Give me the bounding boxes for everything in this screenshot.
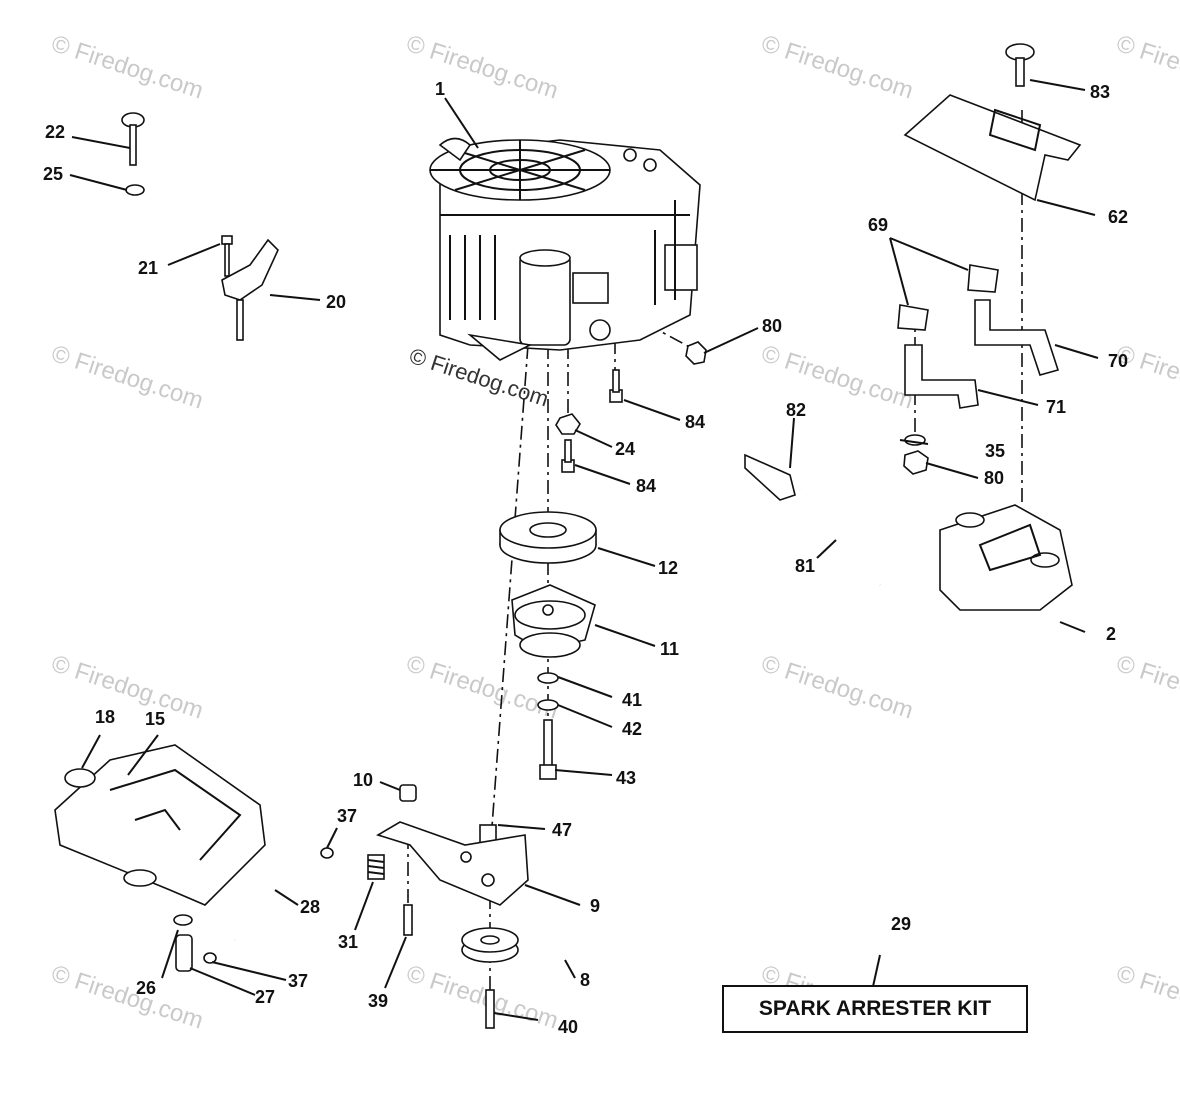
- part-label-43: 43: [616, 768, 636, 788]
- part-label-69: 69: [868, 215, 888, 235]
- bolt-part-43[interactable]: [539, 719, 557, 780]
- watermark: © Firedog.com: [1113, 960, 1180, 1034]
- part-label-84-upper: 84: [685, 412, 705, 432]
- watermark: © Firedog.com: [403, 960, 561, 1034]
- clutch-part-11[interactable]: [511, 584, 596, 658]
- part-label-71: 71: [1046, 397, 1066, 417]
- part-label-8: 8: [580, 970, 590, 990]
- part-label-80-upper: 80: [762, 316, 782, 336]
- watermark: © Firedog.com: [48, 340, 206, 414]
- idler-pulley-part-8[interactable]: [461, 927, 519, 963]
- part-label-82: 82: [786, 400, 806, 420]
- gasket-part-69[interactable]: [967, 264, 999, 293]
- part-label-29: 29: [891, 914, 911, 934]
- fuel-line-part-28[interactable]: [233, 856, 326, 942]
- connector-part-82[interactable]: [744, 453, 796, 501]
- pipe-part-70[interactable]: [974, 299, 1060, 376]
- muffler-part-2[interactable]: [939, 504, 1073, 611]
- part-label-84-lower: 84: [636, 476, 656, 496]
- part-label-35: 35: [985, 441, 1005, 461]
- part-label-25: 25: [43, 164, 63, 184]
- watermark: © Firedog.com: [758, 650, 916, 724]
- knob-part-22[interactable]: [121, 112, 145, 166]
- part-label-2: 2: [1106, 624, 1116, 644]
- part-label-22: 22: [45, 122, 65, 142]
- bolt-part-84-lower[interactable]: [561, 439, 575, 473]
- part-label-62: 62: [1108, 207, 1128, 227]
- knob-part-83[interactable]: [1005, 43, 1035, 87]
- nut-part-80-lower[interactable]: [903, 450, 929, 475]
- spring-part-31[interactable]: [367, 854, 385, 880]
- pipe-part-71[interactable]: [904, 344, 979, 409]
- leader-lines: [69, 79, 1099, 1021]
- part-label-83: 83: [1090, 82, 1110, 102]
- part-label-37-lower: 37: [288, 971, 308, 991]
- part-label-42: 42: [622, 719, 642, 739]
- watermark: © Firedog.com: [758, 30, 916, 104]
- watermark: © Firedog.com: [48, 30, 206, 104]
- screw-part-21[interactable]: [221, 235, 233, 277]
- part-label-15: 15: [145, 709, 165, 729]
- pulley-part-12[interactable]: [499, 511, 597, 564]
- bolt-part-84[interactable]: [609, 369, 623, 403]
- part-label-47: 47: [552, 820, 572, 840]
- nut-part-80[interactable]: [685, 341, 707, 365]
- part-label-39: 39: [368, 991, 388, 1011]
- part-label-21: 21: [138, 258, 158, 278]
- watermark: © Firedog.com: [1113, 30, 1180, 104]
- washer-part-42[interactable]: [537, 699, 559, 711]
- nut-part-24[interactable]: [555, 413, 581, 435]
- watermark: © Firedog.com: [1113, 650, 1180, 724]
- shield-part-62[interactable]: [903, 94, 1082, 202]
- part-label-40: 40: [558, 1017, 578, 1037]
- watermark: © Firedog.com: [403, 650, 561, 724]
- fuel-tank-part-15[interactable]: [54, 744, 266, 906]
- bracket-part-9[interactable]: [376, 821, 529, 906]
- part-label-37-upper: 37: [337, 806, 357, 826]
- grommet-part-26[interactable]: [173, 914, 193, 926]
- gasket-part-69-b[interactable]: [897, 304, 929, 331]
- part-label-27: 27: [255, 987, 275, 1007]
- part-label-24: 24: [615, 439, 635, 459]
- part-label-80-lower: 80: [984, 468, 1004, 488]
- part-label-20: 20: [326, 292, 346, 312]
- part-label-1: 1: [435, 79, 445, 99]
- part-label-26: 26: [136, 978, 156, 998]
- fuel-cap-part-18[interactable]: [64, 768, 96, 788]
- watermark: © Firedog.com: [758, 340, 916, 414]
- clamp-part-37-lower[interactable]: [203, 952, 217, 964]
- bolt-part-40[interactable]: [485, 989, 495, 1029]
- part-label-18: 18: [95, 707, 115, 727]
- bushing-part-10[interactable]: [399, 784, 417, 802]
- clamp-part-37[interactable]: [320, 847, 334, 859]
- part-label-41: 41: [622, 690, 642, 710]
- washer-part-25[interactable]: [125, 184, 145, 196]
- part-label-70: 70: [1108, 351, 1128, 371]
- bolt-part-39[interactable]: [403, 904, 413, 936]
- bracket-part-20[interactable]: [221, 238, 279, 341]
- part-label-28: 28: [300, 897, 320, 917]
- watermark: © Firedog.com: [48, 650, 206, 724]
- washer-part-41[interactable]: [537, 672, 559, 684]
- part-label-81: 81: [795, 556, 815, 576]
- engine-part-1[interactable]: [429, 137, 701, 361]
- part-labels: 1 2 8 9 10 11 12 15 18 20 21 22 24 25 26…: [43, 79, 1128, 1037]
- watermark-center: © Firedog.com: [406, 343, 551, 411]
- part-label-9: 9: [590, 896, 600, 916]
- watermark: © Firedog.com: [403, 30, 561, 104]
- valve-part-27[interactable]: [175, 934, 193, 972]
- part-label-10: 10: [353, 770, 373, 790]
- part-label-31: 31: [338, 932, 358, 952]
- spark-arrester-kit-label: SPARK ARRESTER KIT: [722, 985, 1028, 1033]
- part-label-12: 12: [658, 558, 678, 578]
- part-label-11: 11: [660, 639, 679, 659]
- hose-part-81[interactable]: [799, 487, 883, 587]
